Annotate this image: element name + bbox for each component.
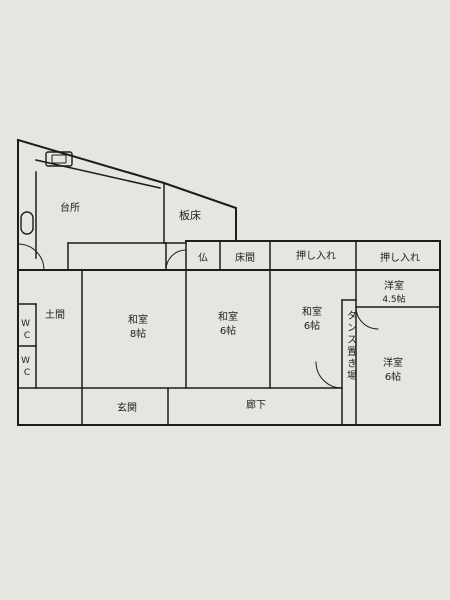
washitsu-8-size: 8帖 <box>130 327 146 340</box>
youshitsu-6-size: 6帖 <box>385 370 401 383</box>
door-swing-tansu <box>315 361 343 389</box>
outer-wall-left-bottom-right <box>17 139 441 426</box>
wc-2-label: W C <box>21 356 33 378</box>
fixtures <box>20 151 73 235</box>
youshitsu-45-name: 洋室 <box>384 279 404 292</box>
washitsu-6a-size: 6帖 <box>220 324 236 337</box>
tansu-space-label: タンス置き場 <box>345 310 357 382</box>
kitchen-label: 台所 <box>60 201 80 214</box>
board-floor-label: 板床 <box>179 208 201 222</box>
wc-2-line-2: C <box>24 368 30 378</box>
entrance-label: 玄関 <box>117 401 137 414</box>
youshitsu-45-size: 4.5帖 <box>382 293 405 305</box>
wc-1-line-2: C <box>24 331 30 341</box>
doma-label: 土間 <box>45 308 65 321</box>
sink-fixture <box>45 151 73 167</box>
kitchen-inner-diagonal <box>35 159 161 189</box>
wc-1-line-1: W <box>21 319 30 329</box>
stove-fixture <box>20 211 34 235</box>
closet-2-label: 押し入れ <box>380 251 420 264</box>
youshitsu-6-name: 洋室 <box>383 356 403 369</box>
washitsu-6a-name: 和室 <box>218 310 238 323</box>
washitsu-8-name: 和室 <box>128 313 148 326</box>
room-labels: 台所 板床 仏 床間 押し入れ 押し入れ 土間 W C W C 和室 8帖 和室… <box>21 201 420 414</box>
wc-2-line-1: W <box>21 356 30 366</box>
wc-1-label: W C <box>21 319 33 341</box>
washitsu-6b-size: 6帖 <box>304 319 320 332</box>
washitsu-6b-name: 和室 <box>302 305 322 318</box>
corridor-label: 廊下 <box>246 398 266 411</box>
door-swing-board <box>165 249 187 271</box>
sink-basin <box>51 154 67 164</box>
tokonoma-label: 床間 <box>235 251 255 264</box>
door-swing-kitchen <box>17 243 45 271</box>
butsuma-label: 仏 <box>198 252 208 264</box>
outer-wall-top-diagonal <box>16 138 237 242</box>
closet-1-label: 押し入れ <box>296 249 336 262</box>
door-swing-youshitsu <box>355 306 379 330</box>
walls <box>16 138 441 426</box>
door-swings <box>17 243 379 389</box>
